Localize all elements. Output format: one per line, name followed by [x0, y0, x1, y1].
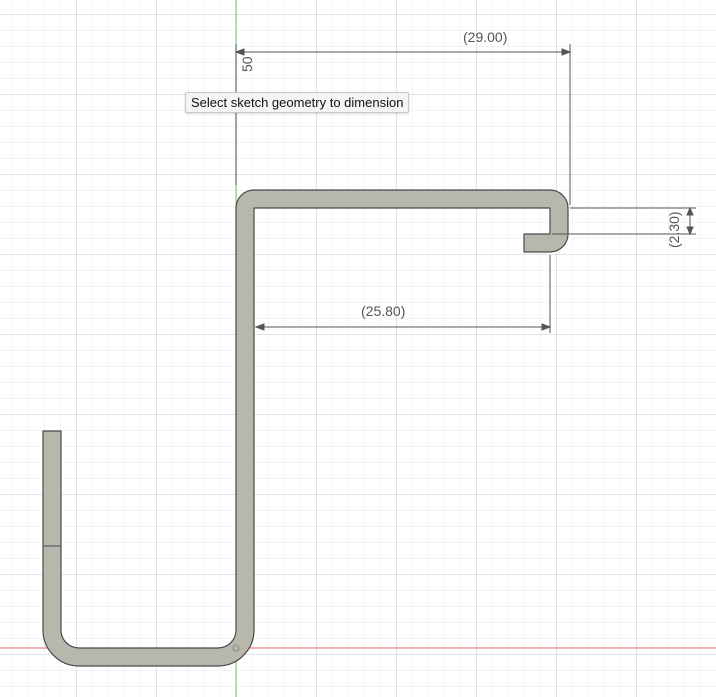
hook-profile[interactable] — [42, 189, 569, 667]
dimension-lip-height-label[interactable]: (2.30) — [666, 211, 682, 248]
dimension-inner-width[interactable] — [254, 255, 552, 333]
origin-point[interactable] — [232, 644, 240, 652]
tooltip: Select sketch geometry to dimension — [185, 92, 410, 113]
dimension-partial-vertical-label[interactable]: 50 — [239, 56, 255, 72]
dimension-overall-width-label[interactable]: (29.00) — [463, 29, 507, 45]
dimension-overall-width[interactable] — [234, 44, 572, 205]
dimension-inner-width-label[interactable]: (25.80) — [361, 303, 405, 319]
dimension-lip-height[interactable] — [552, 206, 696, 236]
